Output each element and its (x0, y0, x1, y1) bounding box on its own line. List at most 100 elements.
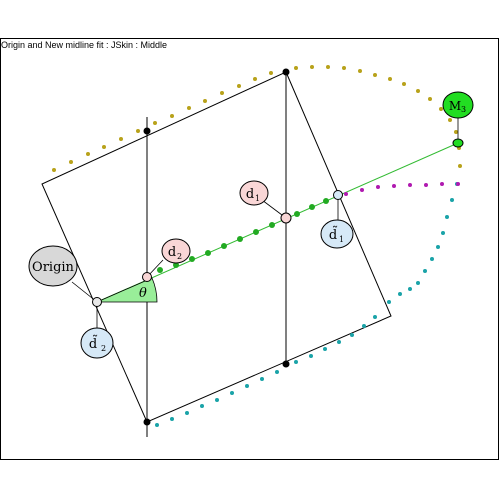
bottom-arc-dot (185, 411, 189, 415)
d1-tilde-subscript: 1 (339, 235, 344, 244)
bottom-arc-dot (294, 360, 298, 364)
magenta-arc-dot (440, 182, 444, 186)
d2-bubble (161, 238, 191, 264)
d2-tilde-bubble (80, 327, 114, 359)
bottom-arc-dot (260, 377, 264, 381)
top-arc-dot (69, 160, 73, 164)
bottom-arc-dot (350, 333, 354, 337)
top-arc-dot (237, 84, 241, 88)
top-arc-dot (153, 121, 157, 125)
top-arc-dot (136, 129, 140, 133)
bottom-arc-dot (408, 287, 412, 291)
origin-leader (71, 281, 98, 303)
midline-dot (157, 267, 163, 273)
midline (96, 142, 459, 303)
bottom-arc-dot (441, 231, 445, 235)
bottom-arc-dot (275, 370, 279, 374)
m3-point (452, 138, 464, 148)
midline-dot (221, 243, 227, 249)
origin-label-bubble (28, 245, 78, 287)
midline-dot (294, 211, 300, 217)
d2-label: d (168, 245, 176, 260)
origin-label: Origin (32, 260, 75, 275)
m3-bubble (442, 91, 474, 119)
top-arc-dot (458, 164, 462, 168)
top-arc-dot (448, 118, 452, 122)
top-arc-dot (388, 77, 392, 81)
top-arc-dots (52, 65, 462, 172)
bottom-arc-dot (416, 281, 420, 285)
right-vertical-bottom-point (282, 360, 290, 368)
m3-subscript: 3 (461, 105, 466, 114)
midline-dot (323, 198, 329, 204)
midline-dot (205, 250, 211, 256)
theta-label: θ (139, 286, 147, 301)
top-arc-dot (326, 65, 330, 69)
origin-point (92, 297, 102, 307)
bottom-arc-dot (423, 269, 427, 273)
d1-bubble (239, 180, 269, 206)
d2-tilde-subscript: 2 (101, 344, 106, 353)
top-arc-dot (52, 168, 56, 172)
magenta-arc-dot (376, 185, 380, 189)
top-arc-dot (454, 130, 458, 134)
m3-label: M (449, 99, 461, 113)
left-vertical-top-point (143, 127, 151, 135)
d2-subscript: 2 (177, 252, 182, 261)
midline-dot (237, 236, 243, 242)
magenta-arc-dots (344, 182, 460, 196)
d1-tilde-bubble (320, 219, 354, 249)
plot-title: Origin and New midline fit : JSkin : Mid… (1, 40, 168, 50)
top-arc-dot (203, 99, 207, 103)
plot-frame (0, 38, 499, 460)
d1-label: d (246, 187, 254, 202)
top-arc-dot (253, 77, 257, 81)
bottom-arc-dot (155, 423, 159, 427)
top-arc-dot (373, 73, 377, 77)
bottom-arc-dot (445, 215, 449, 219)
bottom-arc-dot (387, 300, 391, 304)
d2-tilde-label: d̃ (89, 335, 97, 352)
midline-dots (157, 198, 329, 273)
bottom-arc-dot (309, 354, 313, 358)
bottom-arc-dot (430, 257, 434, 261)
bottom-arc-dot (215, 398, 219, 402)
bottom-vertex-point (143, 418, 151, 426)
d1-tilde-point (333, 190, 343, 200)
bottom-arc-dot (436, 245, 440, 249)
top-arc-dot (310, 65, 314, 69)
bottom-arc-dot (373, 315, 377, 319)
midline-dot (173, 262, 179, 268)
midline-dot (189, 256, 195, 262)
top-arc-dot (170, 114, 174, 118)
d1-subscript: 1 (255, 194, 260, 203)
bottom-arc-dot (230, 391, 234, 395)
top-arc-dot (269, 71, 273, 75)
bottom-arc-dot (170, 417, 174, 421)
magenta-arc-dot (424, 183, 428, 187)
d2-point (142, 272, 152, 282)
bottom-arc-dot (398, 292, 402, 296)
theta-wedge (96, 277, 158, 303)
bottom-arc-dot (450, 198, 454, 202)
bottom-arc-dot (337, 340, 341, 344)
d1-tilde-label: d̃ (329, 226, 337, 243)
magenta-arc-dot (344, 192, 348, 196)
top-arc-dot (416, 89, 420, 93)
top-arc-dot (402, 82, 406, 86)
midline-dot (253, 229, 259, 235)
top-arc-dot (439, 107, 443, 111)
bottom-arc-dots (155, 182, 459, 427)
midline-dot (309, 204, 315, 210)
bottom-arc-dot (323, 347, 327, 351)
top-arc-dot (358, 69, 362, 73)
top-arc-dot (86, 152, 90, 156)
bottom-arc-dot (200, 404, 204, 408)
top-arc-dot (102, 145, 106, 149)
magenta-arc-dot (392, 184, 396, 188)
top-arc-dot (428, 97, 432, 101)
magenta-arc-dot (456, 182, 460, 186)
top-arc-dot (294, 66, 298, 70)
top-arc-dot (220, 91, 224, 95)
